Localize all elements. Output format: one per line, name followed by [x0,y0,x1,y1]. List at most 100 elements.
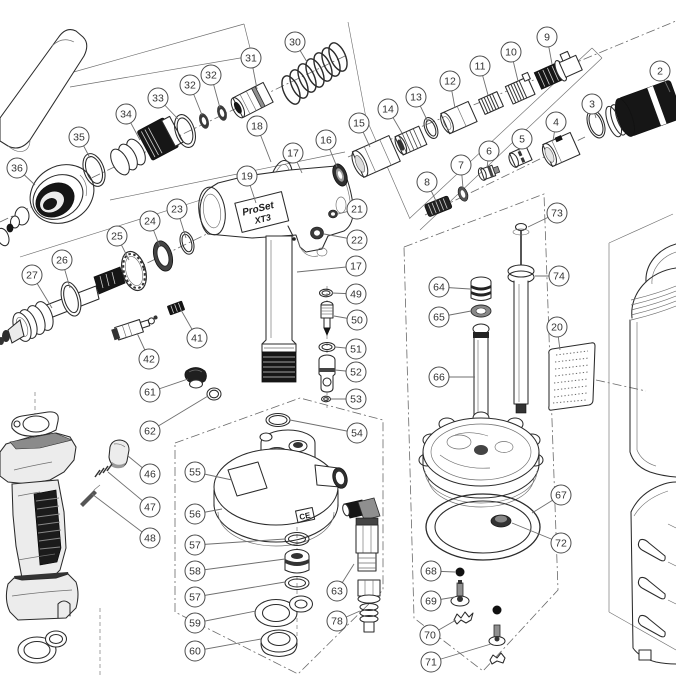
barrel-sleeve [0,29,88,152]
callout-21: 21 [346,198,368,220]
callout-54: 54 [346,422,368,444]
seal-16 [332,163,348,187]
ring-62 [206,387,222,401]
callout-50: 50 [346,309,368,331]
callout-26: 26 [51,249,73,271]
nut-65 [470,304,492,318]
washer-26 [60,281,82,317]
leader-line-60 [194,638,262,652]
callout-18: 18 [246,115,268,137]
retainer-rings-32 [199,105,227,129]
leader-line-62 [149,395,209,432]
callout-12: 12 [439,70,461,92]
callout-10: 10 [500,41,522,63]
callout-57: 57 [184,586,206,608]
callout-31: 31 [240,47,262,69]
callout-2: 2 [649,60,671,82]
spec-label-20 [548,342,596,411]
callout-16: 16 [315,129,337,151]
callout-32: 32 [179,74,201,96]
callout-15: 15 [348,112,370,134]
callout-61: 61 [139,381,161,403]
seal-72 [490,514,512,528]
seal-24 [152,240,174,272]
callout-36: 36 [6,157,28,179]
callout-53: 53 [345,388,367,410]
callout-32: 32 [200,64,222,86]
callout-58: 58 [184,560,206,582]
callout-27: 27 [21,264,43,286]
nose-assembly [0,164,95,247]
callout-78: 78 [326,610,348,632]
callout-8: 8 [416,171,438,193]
retainer-plate-59 [254,595,314,628]
leader-line-48 [91,493,151,539]
nut-21 [328,209,338,219]
callout-67: 67 [550,484,572,506]
front-collar-34 [110,115,184,176]
valve-stem-50 [320,300,334,337]
base-gasket [17,630,68,664]
cylinder-4 [541,131,581,168]
canister-body [629,243,676,478]
callout-14: 14 [377,98,399,120]
cup-5 [508,145,533,168]
callout-60: 60 [184,640,206,662]
callout-63: 63 [326,580,348,602]
leader-line-58 [194,558,286,572]
seal-stack-64 [470,276,492,302]
callout-51: 51 [345,338,367,360]
callout-23: 23 [166,198,188,220]
handle-assembly [0,411,79,621]
callout-6: 6 [478,140,500,162]
cylinder-15 [351,135,401,178]
callout-56: 56 [184,503,206,525]
callout-57: 57 [184,534,206,556]
threaded-plug-8 [424,195,453,217]
callout-65: 65 [428,306,450,328]
callout-49: 49 [345,283,367,305]
callout-68: 68 [420,560,442,582]
callout-70: 70 [419,624,441,646]
callout-74: 74 [548,265,570,287]
callout-55: 55 [184,461,206,483]
callout-9: 9 [536,26,558,48]
ce-mark: CE [298,511,311,522]
seal-22 [310,226,324,240]
ball-68b [492,605,502,615]
trigger-spring-47 [94,463,113,478]
plug-61 [184,367,207,389]
callout-41: 41 [186,327,208,349]
callout-22: 22 [346,229,368,251]
callout-30: 30 [284,31,306,53]
leader-line-57 [194,581,286,598]
cylinder-12 [440,100,478,135]
valve-screw-69 [450,580,470,607]
callout-4: 4 [545,111,567,133]
o-ring-67 [425,493,541,561]
star-washer-70 [453,611,474,625]
valve-stem-42 [111,315,158,341]
valve-sleeve-31 [230,81,274,119]
callout-35: 35 [68,126,90,148]
spring-30 [281,42,348,105]
toothed-disc-25 [121,250,147,292]
air-tube-74 [507,264,535,414]
callout-25: 25 [106,225,128,247]
callout-20: 20 [546,316,568,338]
ring-seal-60 [260,629,298,658]
hose-fitting-78 [357,579,381,633]
washer-7 [457,186,469,202]
callout-7: 7 [450,154,472,176]
callout-64: 64 [428,276,450,298]
callout-11: 11 [469,55,491,77]
callout-17: 17 [282,142,304,164]
callout-71: 71 [420,651,442,673]
canister-sleeve [630,481,676,665]
callout-62: 62 [139,420,161,442]
callout-69: 69 [420,590,442,612]
callout-17: 17 [345,255,367,277]
callout-47: 47 [139,496,161,518]
